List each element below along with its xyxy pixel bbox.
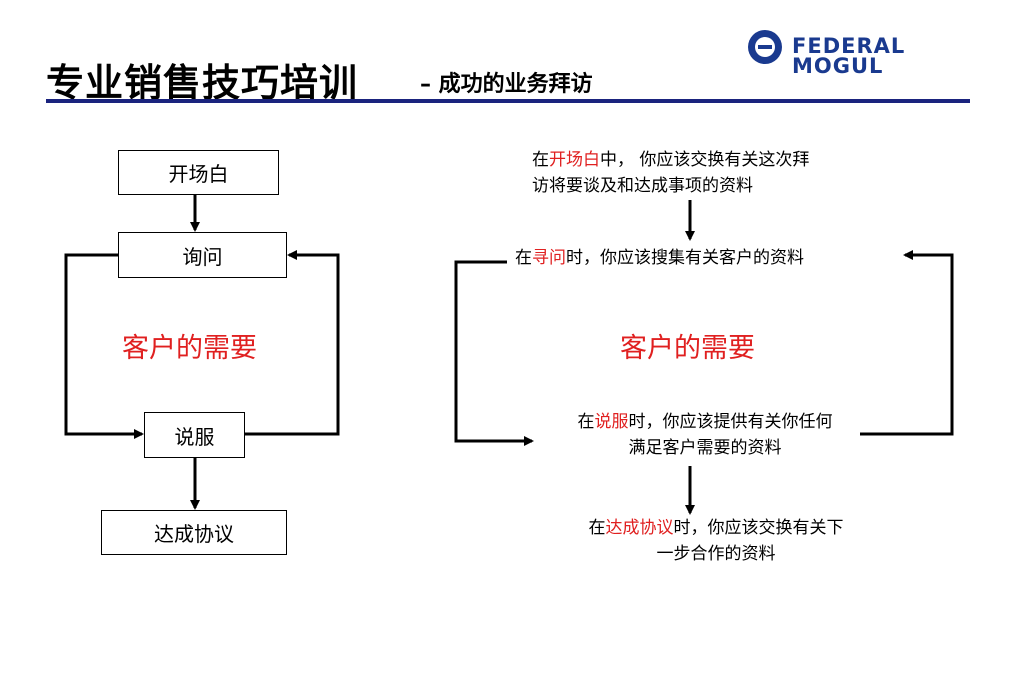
logo-text-line1: FEDERAL xyxy=(792,34,906,58)
note-inquiry-text: 时，你应该搜集有关客户的资料 xyxy=(566,248,804,268)
note-persuade-pre: 在 xyxy=(577,412,595,432)
federal-mogul-logo: FEDERAL MOGUL xyxy=(748,30,968,78)
left-center-label: 客户的需要 xyxy=(122,333,257,364)
note-agreement-line2: 一步合作的资料 xyxy=(656,544,776,564)
right-loop-note2-to-note3 xyxy=(454,260,534,446)
note-persuade: 在说服时，你应该提供有关你任何 满足客户需要的资料 xyxy=(550,409,860,461)
page-subtitle: – 成功的业务拜访 xyxy=(420,72,593,97)
title-underline xyxy=(46,99,970,103)
note-inquiry-keyword: 寻问 xyxy=(532,248,566,268)
logo-text-line2: MOGUL xyxy=(792,54,884,78)
left-loop-persuade-to-inquiry xyxy=(245,250,340,436)
note-agreement-keyword: 达成协议 xyxy=(605,518,674,538)
note-persuade-keyword: 说服 xyxy=(594,412,629,432)
note-opening-line2: 访将要谈及和达成事项的资料 xyxy=(532,176,753,196)
flow-box-persuade: 说服 xyxy=(144,412,245,458)
note-persuade-line2: 满足客户需要的资料 xyxy=(628,438,782,458)
page-title: 专业销售技巧培训 xyxy=(46,61,359,105)
flow-box-opening: 开场白 xyxy=(118,150,279,195)
note-opening-pre: 在 xyxy=(532,150,549,170)
note-opening: 在开场白中， 你应该交换有关这次拜 访将要谈及和达成事项的资料 xyxy=(532,147,809,199)
note-inquiry: 在寻问时，你应该搜集有关客户的资料 xyxy=(515,245,804,271)
note-agreement-pre: 在 xyxy=(588,518,606,538)
note-opening-text: 中， 你应该交换有关这次拜 xyxy=(600,150,810,170)
right-loop-note3-to-note2 xyxy=(860,250,954,436)
left-loop-inquiry-to-persuade xyxy=(64,253,144,439)
flow-box-inquiry: 询问 xyxy=(118,232,287,278)
note-inquiry-pre: 在 xyxy=(515,248,532,268)
right-center-label: 客户的需要 xyxy=(620,333,755,364)
note-persuade-text: 时，你应该提供有关你任何 xyxy=(628,412,833,432)
note-agreement-text: 时，你应该交换有关下 xyxy=(673,518,844,538)
note-opening-keyword: 开场白 xyxy=(549,150,600,170)
note-agreement: 在达成协议时，你应该交换有关下 一步合作的资料 xyxy=(566,515,866,567)
flow-box-agreement: 达成协议 xyxy=(101,510,287,555)
logo-emblem-icon xyxy=(748,30,782,64)
